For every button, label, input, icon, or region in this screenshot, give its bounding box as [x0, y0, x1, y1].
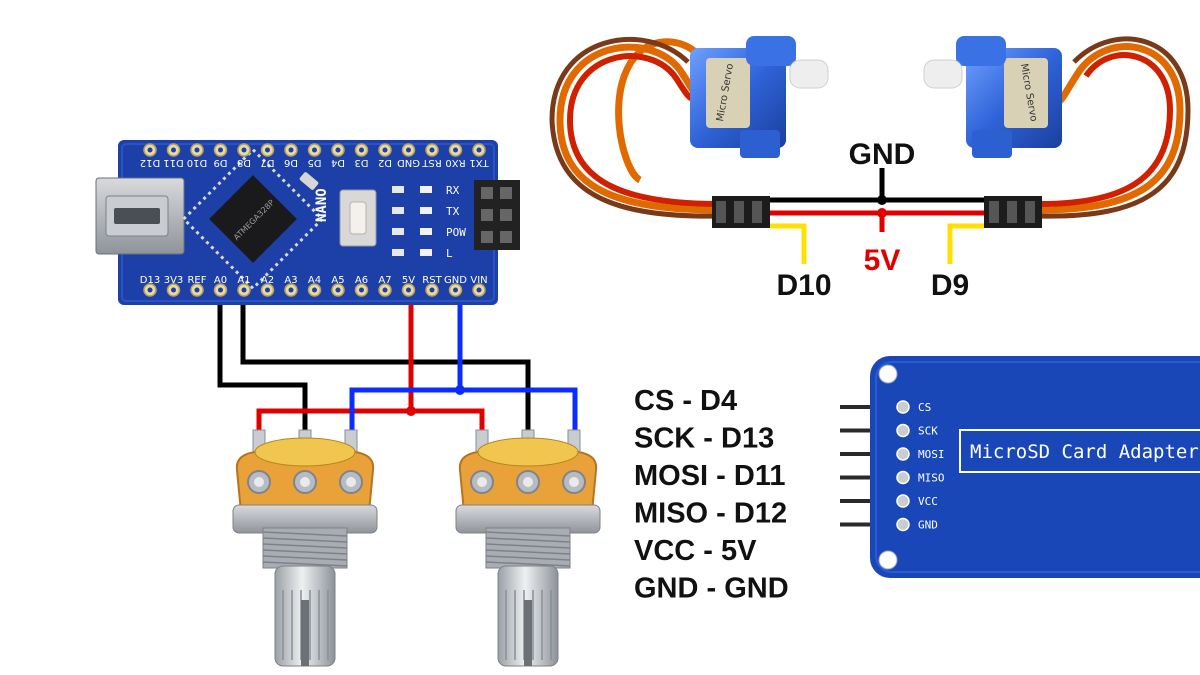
icsp-header: [474, 180, 520, 250]
bottom-pin-label: A4: [308, 275, 321, 286]
led-label-pow: POW: [446, 226, 466, 239]
right-servo-connector: [984, 196, 1042, 228]
sd-pin-labels: CS SCK MOSI MISO VCC GND: [896, 400, 945, 532]
connection-line: GND - GND: [634, 573, 789, 605]
sd-module-title: MicroSD Card Adapter: [970, 441, 1199, 463]
led-label-rx: RX: [446, 184, 460, 197]
connection-line: VCC - 5V: [634, 535, 757, 567]
mount-hole-bottom: [878, 550, 898, 570]
connection-line: MISO - D12: [634, 498, 787, 530]
wire-a1-black: [240, 290, 531, 432]
bottom-pin-label: 5V: [402, 275, 415, 286]
bottom-pin-label: A6: [355, 275, 368, 286]
top-pin-label: TX1: [469, 157, 489, 168]
potentiometer-2: [455, 429, 601, 667]
sd-pin-label: VCC: [918, 495, 938, 508]
top-pin-label: D10: [187, 157, 207, 168]
microsd-card-adapter: MicroSD Card Adapter CS SCK MOSI MISO VCC GND: [840, 356, 1200, 578]
top-pin-label: D2: [378, 157, 392, 168]
sd-pin-label: SCK: [918, 425, 938, 438]
blue-junction: [455, 385, 465, 395]
top-pin-label: D5: [307, 157, 321, 168]
bottom-pin-label: GND: [444, 275, 467, 286]
sd-pin-label: MOSI: [918, 448, 945, 461]
board-model: NANO: [314, 188, 330, 222]
potentiometer-1: [232, 429, 378, 667]
servo-5v-label: 5V: [864, 244, 901, 277]
bottom-pin-label: A0: [214, 275, 227, 286]
bottom-pin-label: A3: [284, 275, 297, 286]
top-pin-label: D3: [354, 157, 368, 168]
top-pin-label: GND: [397, 157, 420, 168]
right-servo-cable: [1039, 43, 1184, 214]
top-pin-label: D12: [140, 157, 160, 168]
sd-pin-label: GND: [918, 519, 938, 532]
bottom-pin-label: VIN: [470, 275, 487, 286]
top-pin-label: D7: [260, 157, 274, 168]
crystal: [299, 172, 319, 190]
top-pin-label: D8: [237, 157, 251, 168]
bottom-pin-label: RST: [422, 275, 442, 286]
top-pin-label: D4: [331, 157, 345, 168]
bottom-pin-label: D13: [140, 275, 160, 286]
bottom-pin-label: A2: [261, 275, 274, 286]
connection-line: SCK - D13: [634, 423, 774, 455]
led-label-tx: TX: [446, 205, 460, 218]
status-leds: RX TX POW L: [392, 184, 466, 260]
bottom-pin-label: 3V3: [164, 275, 184, 286]
arduino-nano-board: ATMEGA328P NANO RX TX POW L: [95, 140, 520, 305]
connection-line: CS - D4: [634, 385, 737, 417]
servo-right: Micro Servo: [923, 36, 1062, 158]
top-pin-label: RX0: [445, 157, 465, 168]
top-pin-label: D9: [213, 157, 227, 168]
top-pin-label: RST: [421, 157, 441, 168]
servo-gnd-label: GND: [849, 138, 916, 171]
led-label-l: L: [446, 247, 453, 260]
left-servo-cable: [556, 38, 721, 214]
sd-pin-label: MISO: [918, 472, 945, 485]
wire-5v-red-bus: [256, 408, 485, 432]
bottom-pin-label: A1: [237, 275, 250, 286]
sd-pin-label: CS: [918, 401, 931, 414]
top-pin-label: D11: [163, 157, 183, 168]
pot-wiring: [217, 290, 578, 432]
servo-d9-label: D9: [931, 269, 969, 302]
red-junction: [406, 406, 416, 416]
sd-header-pins: [840, 405, 872, 527]
left-servo-connector: [712, 196, 770, 228]
mount-hole-top: [878, 364, 898, 384]
top-pin-label: D6: [284, 157, 298, 168]
connection-line: MOSI - D11: [634, 460, 786, 492]
bottom-pin-label: REF: [187, 275, 206, 286]
usb-port: [95, 177, 185, 255]
reset-button[interactable]: [339, 189, 377, 247]
bottom-pin-label: A5: [331, 275, 344, 286]
servo-d10-label: D10: [776, 269, 831, 302]
servo-wiring: GND 5V D10 D9: [549, 36, 1191, 302]
bottom-pin-label: A7: [378, 275, 391, 286]
servo-left: Micro Servo: [690, 36, 829, 158]
